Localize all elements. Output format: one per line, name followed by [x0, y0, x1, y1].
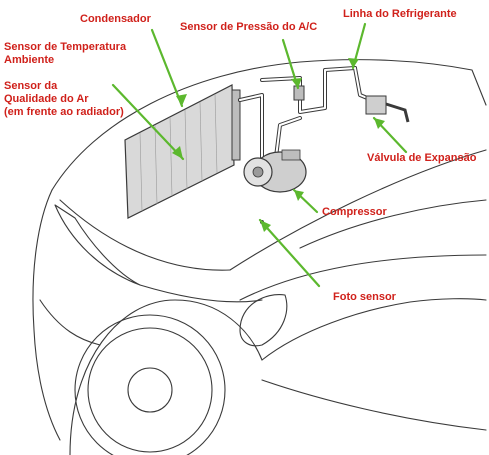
car-bonnet-crease [59, 199, 231, 271]
leader-sensor-qualidade [111, 83, 185, 161]
compressor-part [243, 149, 307, 193]
label-foto-sensor: Foto sensor [333, 291, 396, 303]
car-fender-line [139, 284, 263, 303]
car-front-tire [74, 314, 226, 455]
car-door-line [239, 254, 487, 301]
label-sensor-pressao: Sensor de Pressão do A/C [180, 21, 318, 33]
label-condensador: Condensador [80, 13, 151, 25]
label-compressor: Compressor [322, 206, 387, 218]
leader-condensador [150, 28, 184, 108]
car-wheel-arch [69, 299, 263, 455]
expansion-valve-part [365, 95, 410, 123]
car-grille-line [39, 299, 101, 346]
label-sensor-qualidade-line2: Qualidade do Ar [4, 93, 89, 105]
label-sensor-temperatura-line1: Sensor de Temperatura [4, 41, 127, 53]
pressure-sensor-part [293, 85, 305, 101]
car-front-wheel [87, 327, 213, 453]
label-sensor-temperatura: Sensor de Temperatura Ambiente [4, 41, 126, 67]
car-sill-line [261, 379, 487, 431]
label-sensor-qualidade-line1: Sensor da [4, 80, 58, 92]
label-sensor-qualidade: Sensor da Qualidade do Ar (em frente ao … [4, 80, 124, 119]
car-side-mirror [239, 294, 288, 347]
label-linha-refrigerante: Linha do Refrigerante [343, 8, 457, 20]
car-wheel-hub [127, 367, 173, 413]
label-sensor-qualidade-line3: (em frente ao radiador) [4, 106, 124, 118]
car-windshield [299, 199, 487, 249]
label-valvula-expansao: Válvula de Expansão [367, 152, 477, 164]
car-headlight-outline [54, 204, 141, 286]
label-sensor-temperatura-line2: Ambiente [4, 54, 55, 66]
car-side-body [261, 298, 487, 361]
car-hood-rear-edge [229, 149, 487, 271]
car-front-bumper [32, 189, 61, 441]
refrigerant-pipes [238, 66, 374, 167]
leader-foto-sensor [258, 218, 321, 288]
